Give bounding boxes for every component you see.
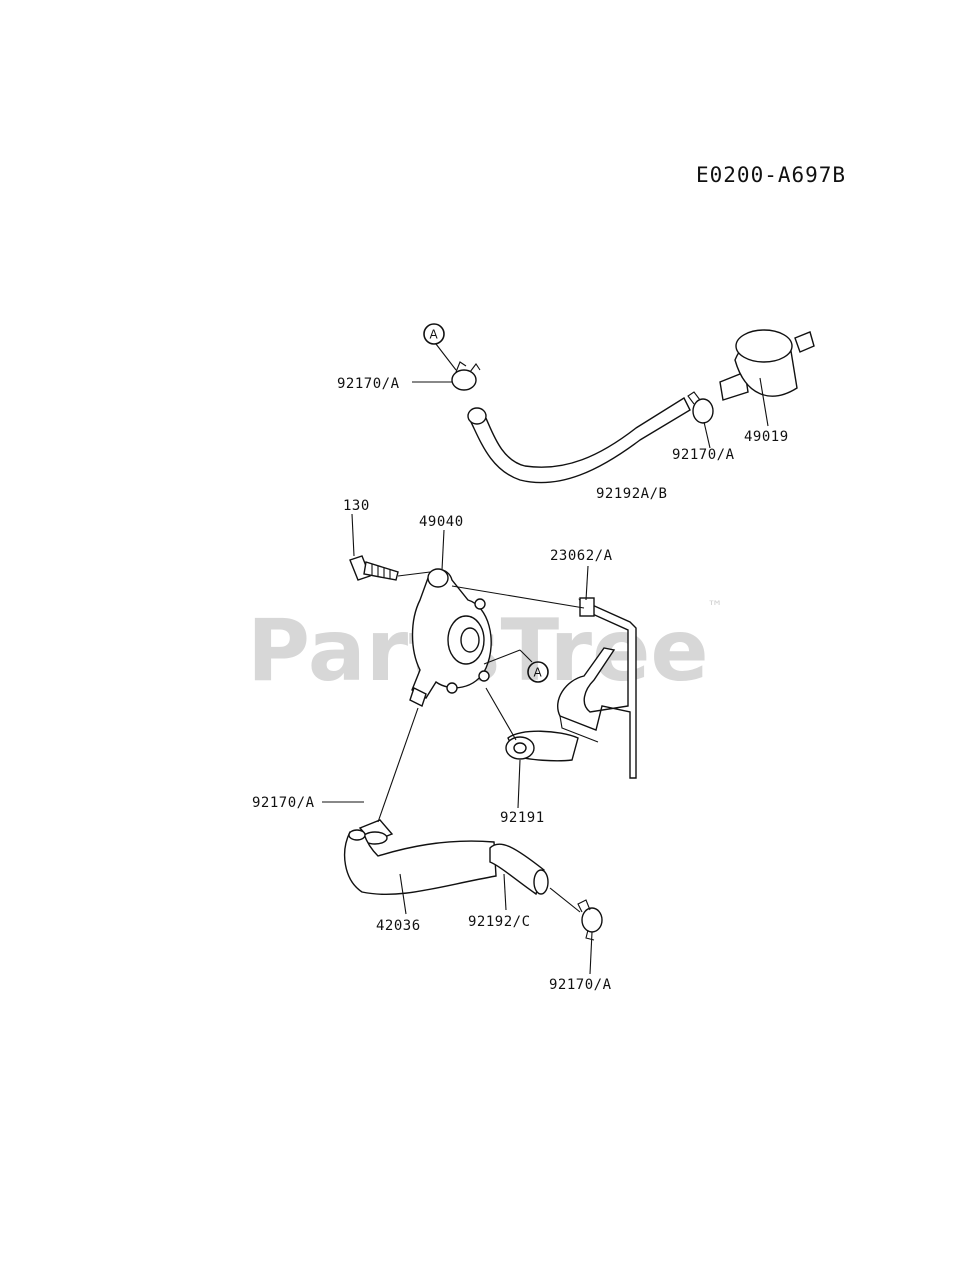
clamp-mid-left[interactable] [358,819,394,845]
clamp-top-left[interactable] [451,361,481,391]
leader-lines [322,343,769,975]
label-hose-bottom-short[interactable]: 92192/C [468,914,531,930]
fitting[interactable] [505,730,579,762]
fuel-pump[interactable] [409,568,492,707]
label-bracket[interactable]: 23062/A [550,548,613,564]
label-clamp-bottom[interactable]: 92170/A [549,977,612,993]
watermark-tm: ™ [707,597,723,616]
bolt[interactable] [349,555,399,581]
bracket[interactable] [557,597,637,779]
clamp-bottom[interactable] [577,899,603,941]
label-clamp-mid-left[interactable]: 92170/A [252,795,315,811]
diagram-code: E0200-A697B [696,163,847,187]
hose-bottom[interactable] [343,829,497,895]
clamp-top-right[interactable] [687,391,714,424]
svg-text:A: A [430,328,439,342]
label-fuel-filter[interactable]: 49019 [744,429,789,445]
label-fuel-pump[interactable]: 49040 [419,514,464,530]
label-fitting[interactable]: 92191 [500,810,545,826]
label-hose-bottom[interactable]: 42036 [376,918,421,934]
label-clamp-top-right[interactable]: 92170/A [672,447,735,463]
fuel-filter[interactable] [719,329,815,401]
reference-marker-a-mid: A [527,661,549,683]
label-clamp-top-left[interactable]: 92170/A [337,376,400,392]
reference-marker-a-top: A [423,323,445,345]
label-hose-top[interactable]: 92192A/B [596,486,667,502]
hose-bottom-short[interactable] [489,843,549,896]
svg-text:A: A [534,666,543,680]
hose-top[interactable] [467,396,691,484]
label-bolt[interactable]: 130 [343,498,370,514]
